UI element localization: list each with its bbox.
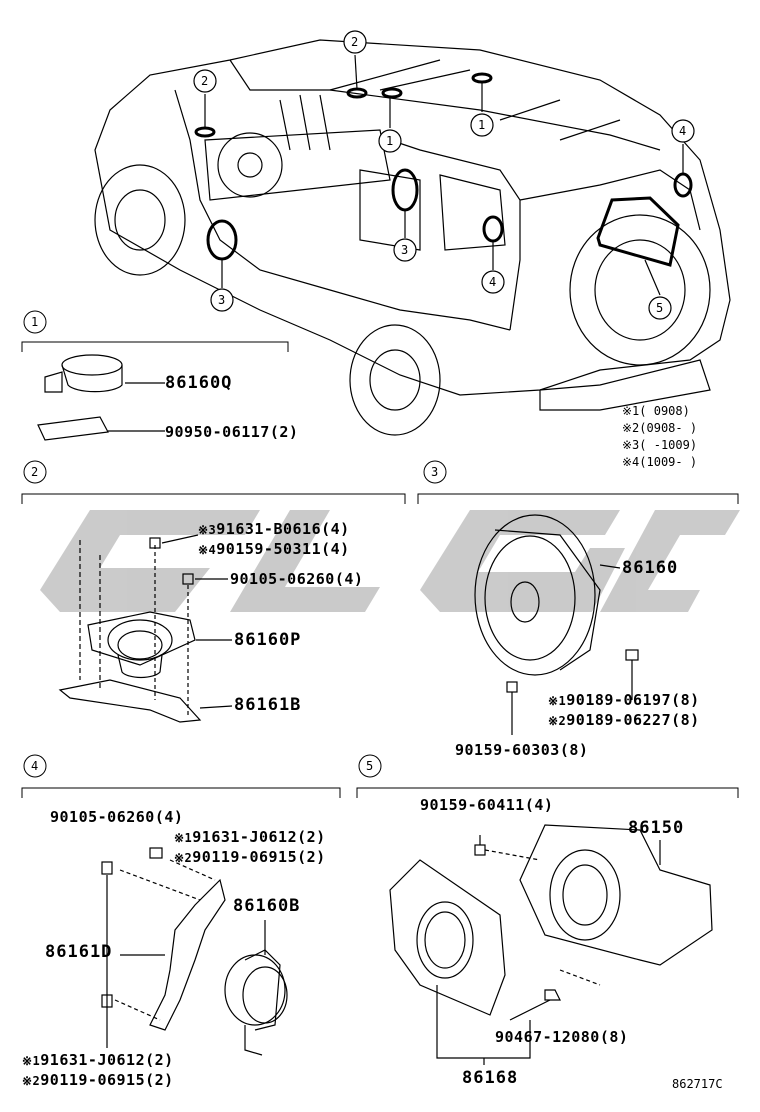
section1-parts [37,354,165,441]
section5-parts [389,824,713,1065]
legend-row: ※1( 0908) [622,404,690,418]
part-86160Q: 86160Q [165,373,233,393]
part-90159-50311: ※490159-50311(4) [198,540,350,558]
callout-4-a: 4 [489,275,497,289]
section2-label: 2 [31,465,39,479]
date-legend: ※1( 0908) ※2(0908- ) ※3( -1009) ※4(1009-… [622,403,697,471]
vehicle-drawing [94,39,731,436]
callout-1-a: 1 [386,134,394,148]
part-90119-06915-a: ※290119-06915(2) [174,848,326,866]
part-86150: 86150 [628,818,685,838]
part-90105-06260-b: 90105-06260(4) [50,808,184,826]
callout-1-b: 1 [478,118,486,132]
part-91631-J0612-b: ※191631-J0612(2) [22,1051,174,1069]
part-86161B: 86161B [234,695,302,715]
part-90189-06197: ※190189-06197(8) [548,691,700,709]
part-86168: 86168 [462,1068,519,1088]
callout-5: 5 [656,301,664,315]
part-86161D: 86161D [45,942,113,962]
part-90105-06260: 90105-06260(4) [230,570,364,588]
section5-label: 5 [366,759,374,773]
section1-label: 1 [31,315,39,329]
callout-circles [193,30,695,320]
legend-row: ※4(1009- ) [622,455,698,469]
callout-2-a: 2 [201,74,209,88]
part-86160P: 86160P [234,630,302,650]
section2-parts [58,534,233,723]
part-91631-J0612-a: ※191631-J0612(2) [174,828,326,846]
part-86160B: 86160B [233,896,301,916]
callout-2-b: 2 [351,35,359,49]
part-90159-60411: 90159-60411(4) [420,796,554,814]
callout-4-b: 4 [679,124,687,138]
part-90159-60303: 90159-60303(8) [455,741,589,759]
part-90467-12080: 90467-12080(8) [495,1028,629,1046]
speaker-markers [194,72,693,267]
callout-3-a: 3 [218,293,226,307]
legend-row: ※3( -1009) [622,438,698,452]
part-86160: 86160 [622,558,679,578]
section3-label: 3 [431,465,439,479]
callout-3-b: 3 [401,243,409,257]
section-brackets [21,310,739,798]
section3-parts [474,514,639,735]
part-90950-06117: 90950-06117(2) [165,423,299,441]
part-90189-06227: ※290189-06227(8) [548,711,700,729]
figure-code: 862717C [672,1077,723,1091]
legend-row: ※2(0908- ) [622,421,698,435]
section4-parts [101,847,288,1056]
part-91631-B0616: ※391631-B0616(4) [198,520,350,538]
part-90119-06915-b: ※290119-06915(2) [22,1071,174,1089]
section4-label: 4 [31,759,39,773]
